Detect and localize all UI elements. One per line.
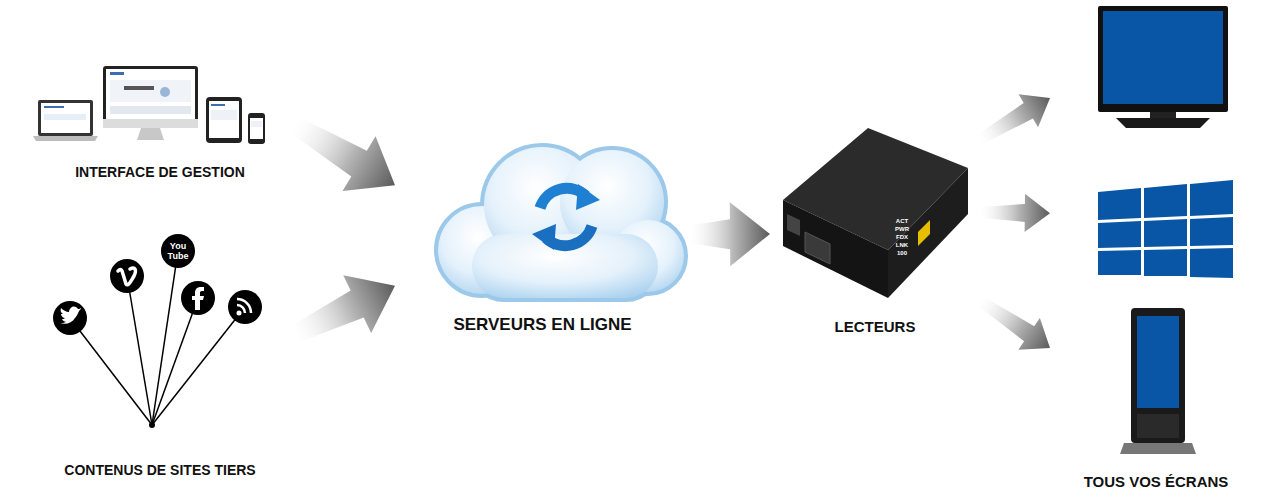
- flow-arrow: [690, 202, 770, 266]
- led-label: 100: [894, 250, 910, 257]
- node-caption: CONTENUS DE SITES TIERS: [64, 462, 255, 478]
- devices-illustration: [33, 66, 265, 144]
- social-icons: [70, 251, 245, 425]
- flow-arrow: [291, 275, 395, 342]
- player-illustration: [783, 128, 968, 298]
- node-caption: TOUS VOS ÉCRANS: [1084, 473, 1229, 490]
- node-caption: LECTEURS: [835, 318, 916, 335]
- logo-text: You Tube: [163, 241, 193, 261]
- rss-glyph: [237, 299, 252, 316]
- led-label: FDX: [894, 234, 910, 241]
- node-caption: INTERFACE DE GESTION: [75, 164, 245, 180]
- facebook-glyph: [192, 287, 204, 310]
- led-label: PWR: [894, 226, 910, 233]
- social-icons: [53, 234, 262, 335]
- sources-group: CONTENUS DE SITES TIERS: [25, 230, 295, 478]
- screens-group: TOUS VOS ÉCRANS: [1050, 0, 1262, 490]
- cloud-illustration: [436, 145, 686, 300]
- node-caption: SERVEURS EN LIGNE: [453, 315, 631, 335]
- vimeo-glyph: [118, 268, 135, 285]
- flow-arrow: [977, 296, 1050, 350]
- video-wall: [1098, 180, 1233, 278]
- flow-arrow: [290, 117, 395, 191]
- flow-arrow: [977, 94, 1050, 144]
- flow-arrow: [980, 194, 1050, 232]
- tv-screen: [1098, 6, 1228, 128]
- led-label: LNK: [894, 242, 910, 249]
- player-group: LECTEURS: [770, 120, 980, 335]
- interface-group: INTERFACE DE GESTION: [25, 55, 295, 180]
- led-label: ACT: [894, 218, 910, 225]
- twitter-glyph: [60, 307, 81, 324]
- server-group: SERVEURS EN LIGNE: [395, 130, 690, 335]
- kiosk-screen: [1120, 308, 1196, 454]
